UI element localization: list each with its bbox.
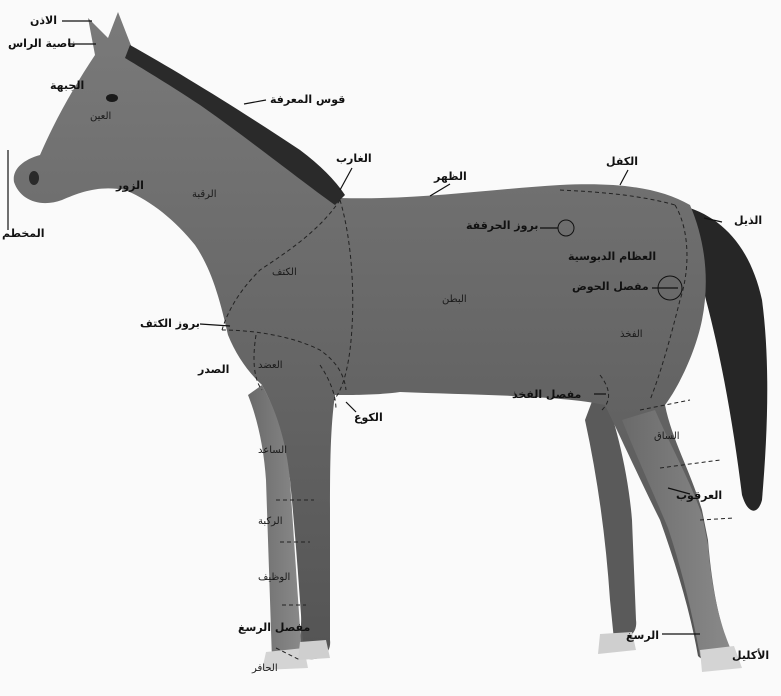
label-ear: الاذن — [30, 15, 57, 26]
label-eye: العين — [90, 112, 111, 122]
label-neck: الرقبة — [192, 190, 217, 200]
label-belly: البطن — [442, 295, 467, 305]
hoof-far-fore — [298, 640, 330, 660]
nostril-mark — [29, 171, 39, 185]
label-chest: الصدر — [198, 364, 229, 375]
label-thigh: الفخذ — [620, 330, 643, 340]
label-stifle: مفصل الفخذ — [512, 389, 581, 400]
label-hoof: الحافر — [252, 664, 278, 674]
label-shoulder-point: بروز الكتف — [140, 318, 200, 329]
label-crest: قوس المعرفة — [270, 94, 345, 105]
label-fetlock: الوظيف — [258, 573, 290, 583]
label-pastern-joint: مفصل الرسغ — [238, 622, 310, 633]
label-forelock: ناصية الراس — [8, 38, 76, 49]
label-elbow: الكوع — [354, 412, 383, 423]
label-shoulder: الكتف — [272, 268, 297, 278]
label-knee: الركبة — [258, 517, 282, 527]
label-tail: الذيل — [734, 215, 762, 226]
label-pastern: الرسغ — [626, 630, 659, 641]
label-cheek: الزور — [116, 180, 144, 191]
label-buttock: العظام الدبوسية — [568, 251, 656, 262]
label-hip-joint: مفصل الحوض — [572, 281, 649, 292]
label-withers: الغارب — [336, 153, 372, 164]
label-gaskin: الساق — [654, 432, 680, 442]
label-hock: العرقوب — [676, 490, 722, 501]
label-croup: الكفل — [606, 156, 638, 167]
eye-mark — [106, 94, 118, 102]
label-hip-point: بروز الحرقفة — [466, 220, 538, 231]
label-muzzle: المخطم — [2, 228, 45, 239]
label-forehead: الجبهة — [50, 80, 84, 91]
label-arm: العضد — [258, 361, 283, 371]
label-back: الظهر — [434, 171, 467, 182]
label-forearm: الساعد — [258, 446, 287, 456]
label-coronet: الأكليل — [732, 650, 769, 661]
